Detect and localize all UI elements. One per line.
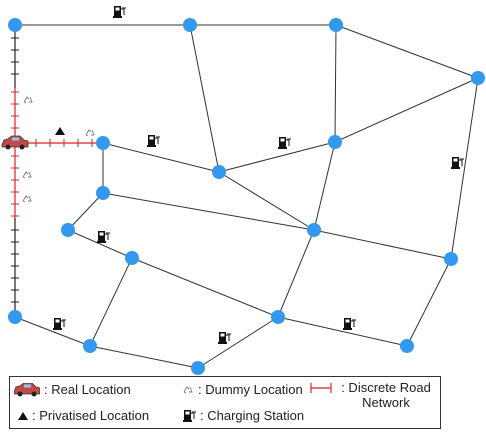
charging-station-icon — [277, 136, 291, 150]
network-edges — [14, 24, 479, 369]
charging-station-icon — [450, 156, 464, 170]
dummy-location-icon — [22, 195, 32, 203]
legend-real-location: : Real Location — [14, 382, 131, 397]
charging-station-icon — [96, 230, 110, 244]
triangle-icon — [18, 411, 28, 420]
legend-discrete-road-label-1: : Discrete Road — [341, 380, 431, 395]
privatised-location-triangle-icon — [55, 127, 65, 135]
charging-station-icon — [52, 317, 66, 331]
charging-station-icon — [217, 331, 231, 345]
legend: : Real Location : Dummy Location : Discr… — [9, 376, 441, 429]
real-location-car-icon — [1, 135, 29, 150]
charging-station-icon — [183, 409, 196, 422]
discrete-road-horizontal — [15, 139, 103, 147]
dummy-location-icon — [22, 171, 32, 179]
legend-dummy-location: : Dummy Location — [182, 382, 303, 397]
discrete-road-segment-icon — [310, 383, 332, 393]
legend-privatised-location: : Privatised Location — [18, 408, 149, 423]
car-icon — [14, 382, 40, 396]
legend-charging-station: : Charging Station — [182, 408, 304, 423]
legend-discrete-road-label-2: Network — [362, 395, 410, 410]
legend-real-location-label: : Real Location — [44, 382, 131, 397]
charging-station-icon — [112, 5, 126, 19]
legend-discrete-road-network: : Discrete Road Network — [310, 380, 436, 410]
charging-station-icon — [146, 134, 160, 148]
discrete-road-vertical — [11, 25, 19, 317]
network-nodes — [8, 18, 485, 375]
dummy-location-icon — [183, 385, 193, 393]
dummy-location-icon — [23, 96, 33, 104]
legend-charging-station-label: : Charging Station — [200, 408, 305, 423]
legend-dummy-location-label: : Dummy Location — [198, 382, 303, 397]
legend-privatised-location-label: : Privatised Location — [32, 408, 150, 423]
charging-station-icon — [342, 317, 356, 331]
dummy-location-icon — [85, 129, 95, 137]
